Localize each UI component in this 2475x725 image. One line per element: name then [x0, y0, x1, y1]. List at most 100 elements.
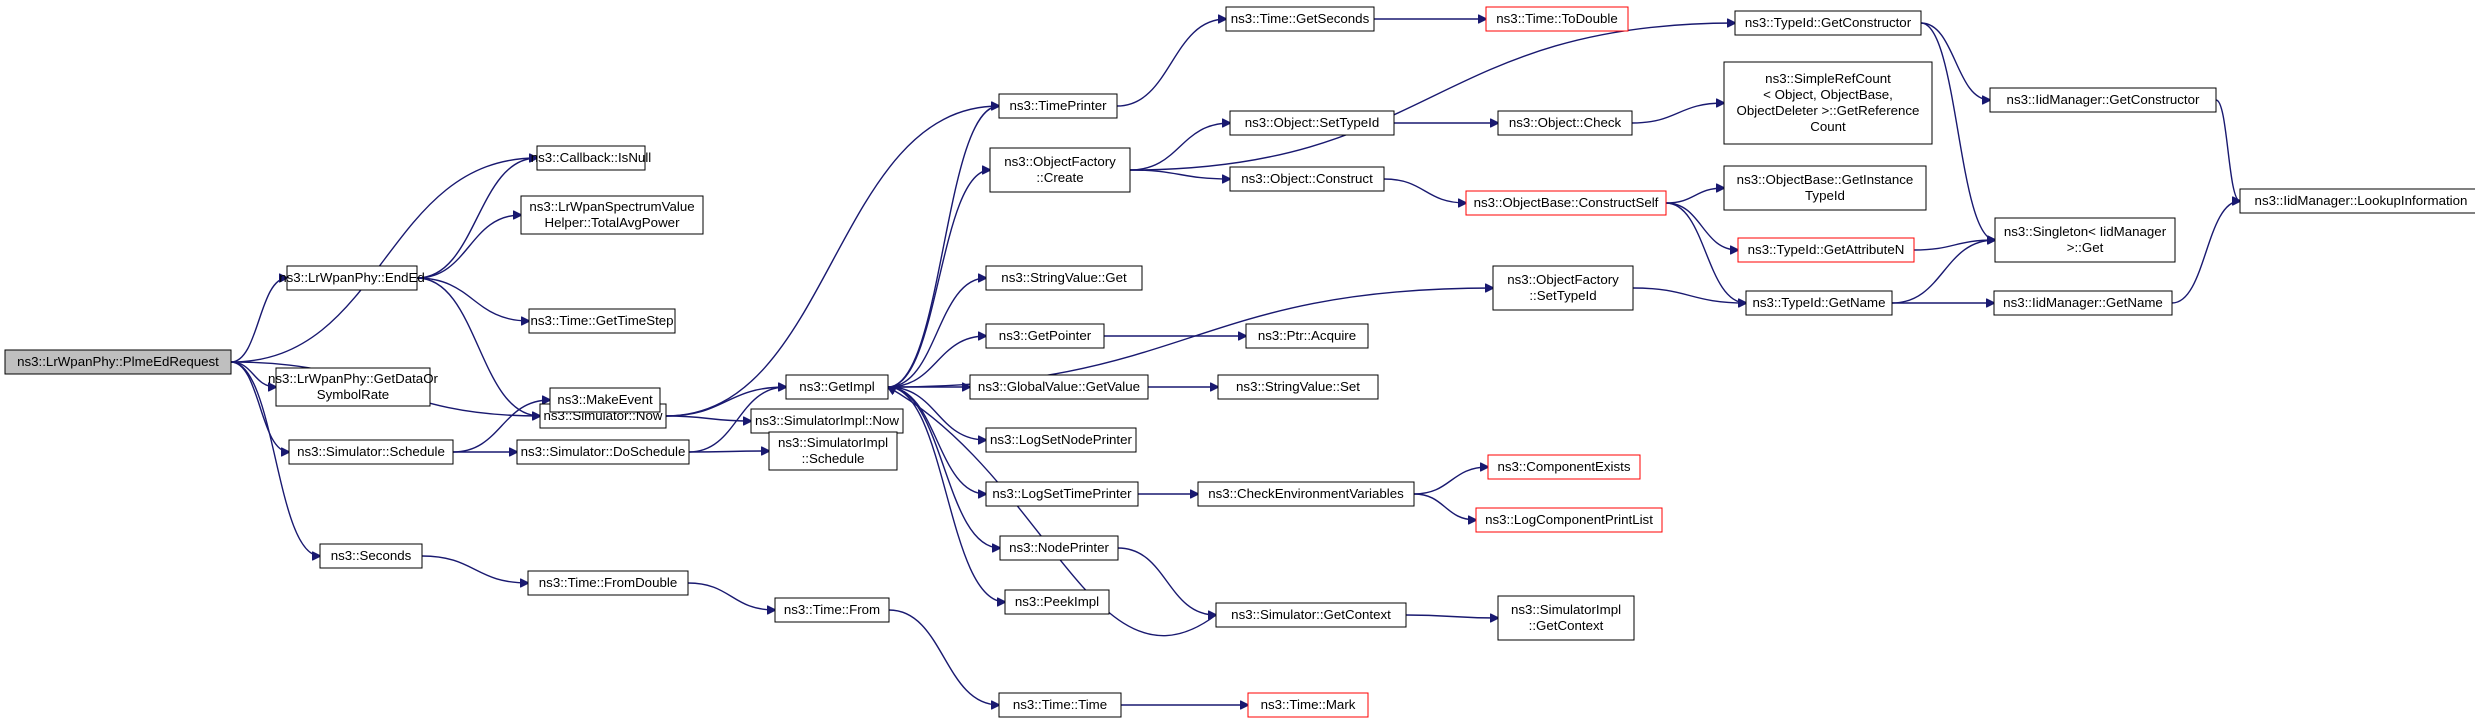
node-nodePrinter[interactable]: ns3::NodePrinter: [999, 535, 1119, 561]
node-box-componentExists: [1487, 454, 1641, 480]
node-box-seconds: [319, 543, 423, 569]
node-peekImpl[interactable]: ns3::PeekImpl: [1004, 589, 1110, 615]
node-componentExists[interactable]: ns3::ComponentExists: [1487, 454, 1641, 480]
node-label-seconds: ns3::Seconds: [331, 548, 412, 563]
node-box-singletonGet: [1994, 217, 2176, 263]
node-logSetNodePrinter[interactable]: ns3::LogSetNodePrinter: [985, 427, 1137, 453]
node-simImplGetContext[interactable]: ns3::SimulatorImpl::GetContext: [1497, 595, 1635, 641]
node-iidLookup[interactable]: ns3::IidManager::LookupInformation: [2239, 188, 2475, 214]
node-fromDouble[interactable]: ns3::Time::FromDouble: [527, 570, 689, 596]
edge-typeIdGetConstructor-to-singletonGet: [1920, 22, 1995, 240]
node-label-timeTime: ns3::Time::Time: [1013, 697, 1107, 712]
node-box-timePrinter: [998, 93, 1118, 119]
node-label-timeMark: ns3::Time::Mark: [1261, 697, 1356, 712]
node-iidGetName[interactable]: ns3::IidManager::GetName: [1993, 290, 2173, 316]
edge-root-to-endEd: [230, 278, 287, 363]
node-getPointer[interactable]: ns3::GetPointer: [985, 323, 1105, 349]
node-label-doSchedule: ns3::Simulator::DoSchedule: [521, 444, 686, 459]
node-label-simGetContext: ns3::Simulator::GetContext: [1231, 607, 1391, 622]
node-label-logSetTimePrinter: ns3::LogSetTimePrinter: [992, 486, 1132, 501]
node-globalValGet[interactable]: ns3::GlobalValue::GetValue: [969, 374, 1149, 400]
node-label-makeEvent: ns3::MakeEvent: [557, 392, 653, 407]
node-iidGetConstructor[interactable]: ns3::IidManager::GetConstructor: [1989, 87, 2217, 113]
node-totalAvg[interactable]: ns3::LrWpanSpectrumValueHelper::TotalAvg…: [520, 195, 704, 235]
node-getTimeStep[interactable]: ns3::Time::GetTimeStep: [528, 308, 676, 334]
node-box-endEd: [286, 265, 418, 291]
node-doSchedule[interactable]: ns3::Simulator::DoSchedule: [516, 439, 690, 465]
node-label-simpleRefCount: ObjectDeleter >::GetReference: [1737, 103, 1920, 118]
edge-doSchedule-to-simImplSchedule: [688, 451, 769, 452]
node-logSetTimePrinter[interactable]: ns3::LogSetTimePrinter: [985, 481, 1139, 507]
node-box-strValSet: [1217, 374, 1379, 400]
node-makeEvent[interactable]: ns3::MakeEvent: [549, 387, 661, 413]
node-root[interactable]: ns3::LrWpanPhy::PlmeEdRequest: [4, 349, 232, 375]
node-box-timeMark: [1247, 692, 1369, 718]
edge-seconds-to-fromDouble: [421, 555, 528, 583]
node-label-iidGetConstructor: ns3::IidManager::GetConstructor: [2007, 92, 2200, 107]
node-isnull[interactable]: ns3::Callback::IsNull: [531, 145, 652, 171]
node-seconds[interactable]: ns3::Seconds: [319, 543, 423, 569]
node-objCheck[interactable]: ns3::Object::Check: [1497, 110, 1633, 136]
node-logCompPrintList[interactable]: ns3::LogComponentPrintList: [1475, 507, 1663, 533]
node-simGetContext[interactable]: ns3::Simulator::GetContext: [1215, 602, 1407, 628]
node-timeGetSeconds[interactable]: ns3::Time::GetSeconds: [1225, 6, 1375, 32]
node-simImplNow[interactable]: ns3::SimulatorImpl::Now: [750, 408, 904, 434]
edge-getImpl-to-peekImpl: [887, 386, 1005, 602]
node-label-componentExists: ns3::ComponentExists: [1497, 459, 1630, 474]
node-singletonGet[interactable]: ns3::Singleton< IidManager>::Get: [1994, 217, 2176, 263]
node-timePrinter[interactable]: ns3::TimePrinter: [998, 93, 1118, 119]
node-objFactCreate[interactable]: ns3::ObjectFactory::Create: [989, 147, 1131, 193]
node-simSchedule[interactable]: ns3::Simulator::Schedule: [288, 439, 454, 465]
node-objConstruct[interactable]: ns3::Object::Construct: [1229, 166, 1385, 192]
edge-simNow-to-timePrinter: [665, 106, 999, 417]
node-simImplSchedule[interactable]: ns3::SimulatorImpl::Schedule: [768, 431, 898, 471]
node-objBaseConstructSelf[interactable]: ns3::ObjectBase::ConstructSelf: [1465, 190, 1667, 216]
node-label-peekImpl: ns3::PeekImpl: [1015, 594, 1099, 609]
node-label-timePrinter: ns3::TimePrinter: [1009, 98, 1107, 113]
node-box-getDataOr: [275, 367, 431, 407]
edge-endEd-to-simNow: [416, 277, 540, 416]
node-typeIdGetConstructor[interactable]: ns3::TypeId::GetConstructor: [1734, 10, 1922, 36]
node-box-typeIdGetAttrN: [1737, 237, 1915, 263]
edge-iidGetConstructor-to-iidLookup: [2215, 99, 2240, 201]
node-box-simGetContext: [1215, 602, 1407, 628]
node-label-getImpl: ns3::GetImpl: [799, 379, 874, 394]
node-endEd[interactable]: ns3::LrWpanPhy::EndEd: [279, 265, 425, 291]
node-box-objConstruct: [1229, 166, 1385, 192]
node-label-typeIdGetAttrN: ns3::TypeId::GetAttributeN: [1748, 242, 1905, 257]
node-box-simSchedule: [288, 439, 454, 465]
node-objFactSetTypeId[interactable]: ns3::ObjectFactory::SetTypeId: [1492, 265, 1634, 311]
node-label-objConstruct: ns3::Object::Construct: [1241, 171, 1373, 186]
edge-typeIdGetName-to-singletonGet: [1891, 240, 1995, 304]
node-timeTime[interactable]: ns3::Time::Time: [998, 692, 1122, 718]
node-toDouble[interactable]: ns3::Time::ToDouble: [1485, 6, 1629, 32]
node-timeMark[interactable]: ns3::Time::Mark: [1247, 692, 1369, 718]
node-box-checkEnv: [1197, 481, 1415, 507]
edge-getImpl-to-strValGet: [887, 278, 986, 388]
node-label-simImplNow: ns3::SimulatorImpl::Now: [755, 413, 899, 428]
node-objSetTypeId[interactable]: ns3::Object::SetTypeId: [1229, 110, 1395, 136]
node-strValSet[interactable]: ns3::StringValue::Set: [1217, 374, 1379, 400]
edge-objBaseConstructSelf-to-typeIdGetAttrN: [1665, 202, 1738, 250]
node-label-objBaseGetInstance: TypeId: [1805, 188, 1845, 203]
node-typeIdGetName[interactable]: ns3::TypeId::GetName: [1745, 290, 1893, 316]
edge-typeIdGetAttrN-to-singletonGet: [1913, 240, 1995, 251]
node-simpleRefCount[interactable]: ns3::SimpleRefCount< Object, ObjectBase,…: [1723, 61, 1933, 145]
node-label-simpleRefCount: Count: [1810, 119, 1846, 134]
node-timeFrom[interactable]: ns3::Time::From: [774, 597, 890, 623]
node-box-objFactSetTypeId: [1492, 265, 1634, 311]
node-getImpl[interactable]: ns3::GetImpl: [785, 374, 889, 400]
edge-root-to-isnull: [230, 158, 537, 363]
node-label-timeFrom: ns3::Time::From: [784, 602, 880, 617]
node-ptrAcquire[interactable]: ns3::Ptr::Acquire: [1245, 323, 1369, 349]
node-typeIdGetAttrN[interactable]: ns3::TypeId::GetAttributeN: [1737, 237, 1915, 263]
node-box-objCheck: [1497, 110, 1633, 136]
node-label-simImplSchedule: ::Schedule: [802, 451, 865, 466]
node-checkEnv[interactable]: ns3::CheckEnvironmentVariables: [1197, 481, 1415, 507]
node-strValGet[interactable]: ns3::StringValue::Get: [985, 265, 1143, 291]
node-label-timeGetSeconds: ns3::Time::GetSeconds: [1231, 11, 1370, 26]
node-box-objBaseGetInstance: [1723, 165, 1927, 211]
node-box-ptrAcquire: [1245, 323, 1369, 349]
